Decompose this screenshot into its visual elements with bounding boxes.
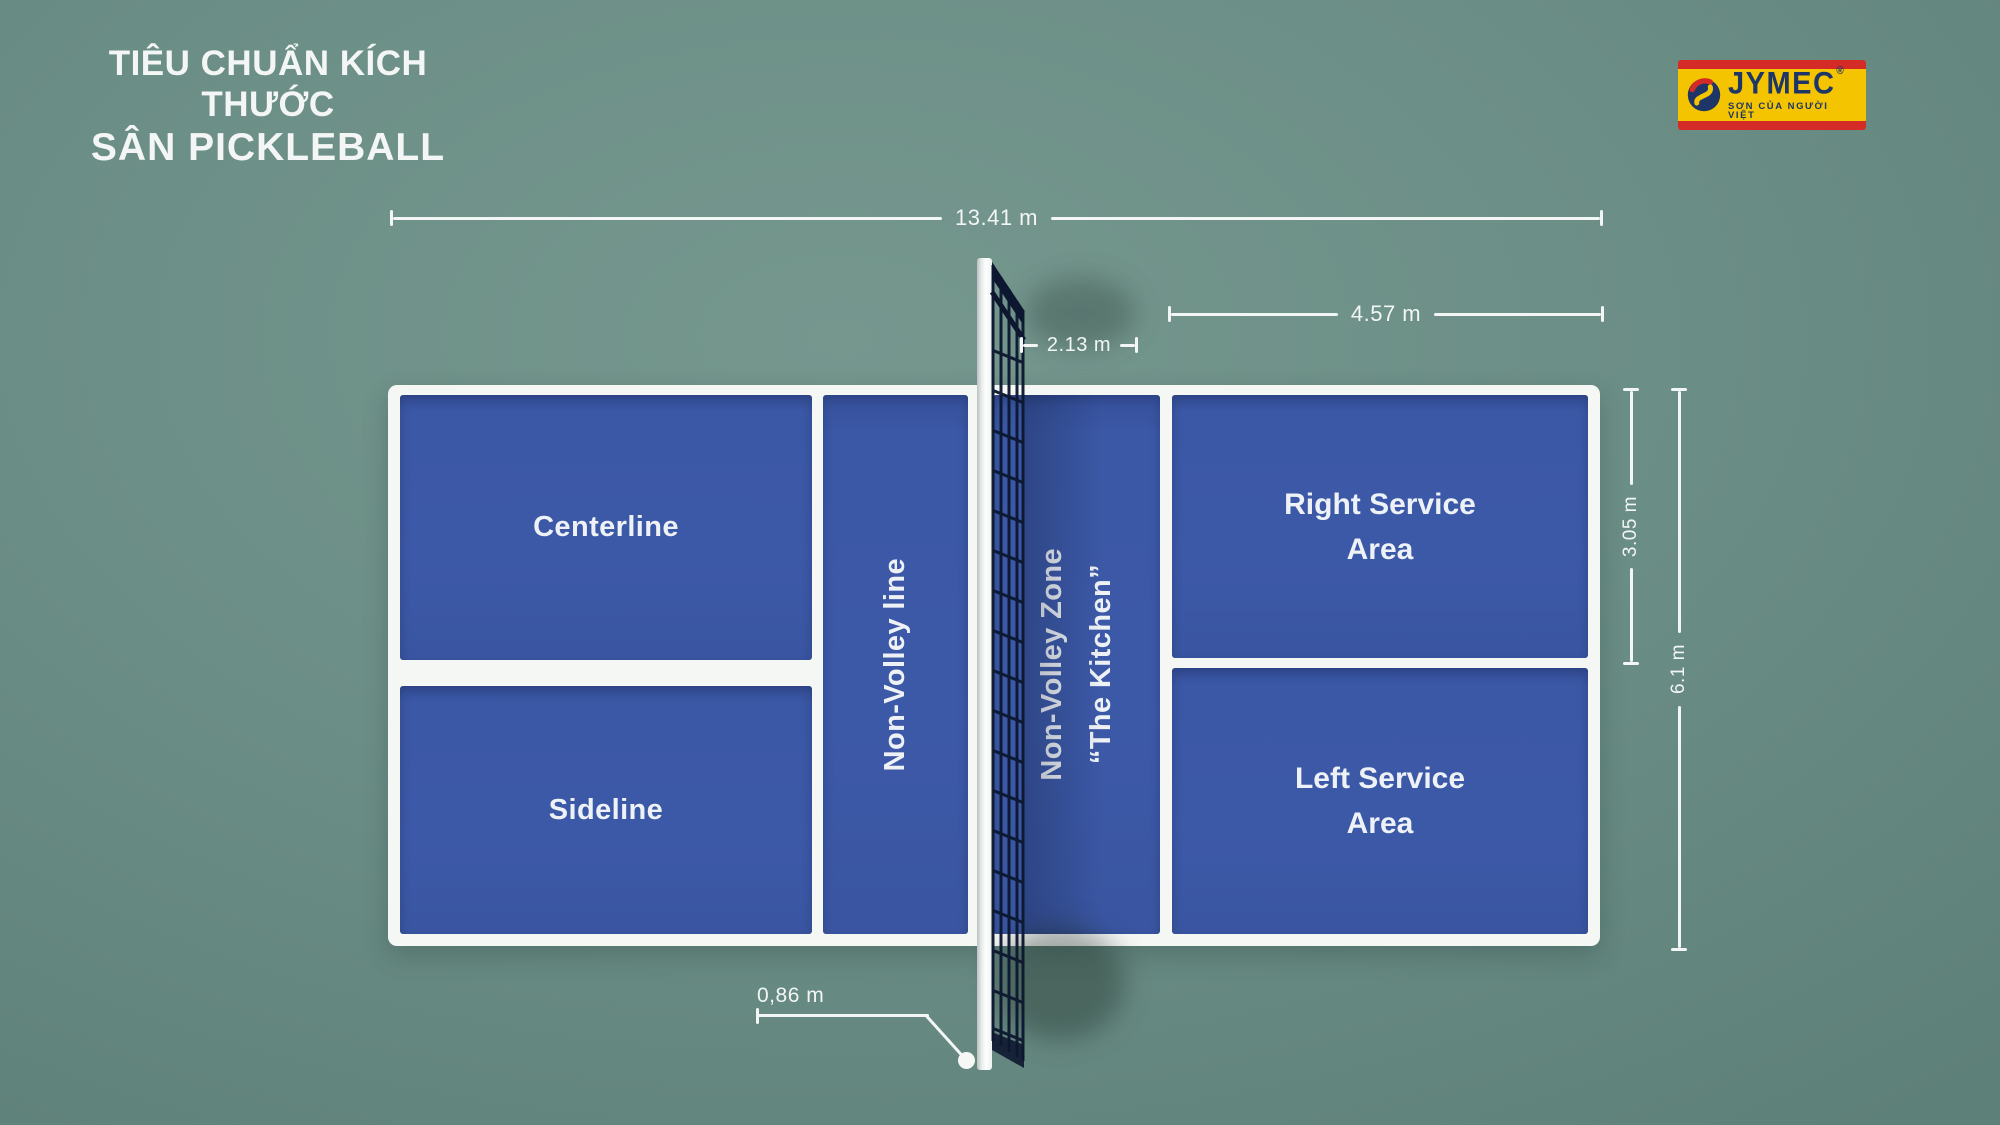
dim-kitchen-depth-label: 2.13 m <box>1046 333 1112 356</box>
dim-tick-top <box>1671 388 1687 391</box>
dim-total-length-label: 13.41 m <box>955 205 1038 230</box>
dim-full-width-label: 6.1 m <box>1668 644 1689 695</box>
page-title-line1: TIÊU CHUẨN KÍCH THƯỚC <box>108 44 428 124</box>
brand-logo-icon <box>1687 78 1721 112</box>
dim-net-height-label: 0,86 m <box>757 984 825 1007</box>
net-post <box>977 258 992 1070</box>
dim-line-bottom <box>1629 568 1633 662</box>
dim-tick-top <box>1623 388 1639 391</box>
dim-tick-left <box>1168 306 1171 322</box>
dim-tick-left <box>390 210 393 226</box>
right-service-label-line1: Right Service <box>1284 487 1476 521</box>
zone-centerline-label: Centerline <box>533 511 679 543</box>
net-shadow <box>1024 395 1102 934</box>
dim-net-height-line <box>756 1014 929 1017</box>
net-base-dot <box>958 1052 975 1069</box>
brand-name: JYMEC® <box>1728 65 1846 101</box>
pickleball-court: Centerline Sideline Non-Volley line Non-… <box>388 385 1600 946</box>
dim-line-top <box>1677 391 1681 634</box>
net-icon <box>989 262 1027 1068</box>
zone-sideline: Sideline <box>400 686 812 934</box>
dim-half-width-label: 3.05 m <box>1620 495 1641 558</box>
dim-tick-right <box>1600 210 1603 226</box>
dim-line-left <box>1023 343 1038 347</box>
dim-tick-left <box>1020 337 1023 353</box>
registered-mark: ® <box>1836 65 1846 77</box>
dim-line-bottom <box>1677 705 1681 948</box>
dim-half-width: 3.05 m <box>1613 388 1649 665</box>
dim-service-length-label: 4.57 m <box>1350 301 1422 326</box>
dim-line-left <box>1171 312 1338 316</box>
brand-tagline: SƠN CỦA NGƯỜI VIỆT <box>1728 100 1829 121</box>
left-service-label-line2: Area <box>1346 807 1414 840</box>
zone-left-service-area: Left Service Area <box>1172 668 1588 934</box>
zone-sideline-label: Sideline <box>548 793 664 826</box>
brand-logo-text: JYMEC® SƠN CỦA NGƯỜI VIỆT <box>1728 65 1858 121</box>
zone-non-volley-zone-kitchen: Non-Volley Zone “The Kitchen” <box>993 395 1160 934</box>
dim-tick-right <box>1135 337 1138 353</box>
dim-line-right <box>1120 343 1135 347</box>
zone-non-volley-line-label: Non-Volley line <box>879 557 911 772</box>
zone-right-service-area: Right Service Area <box>1172 395 1588 658</box>
dim-line-right <box>1434 312 1602 316</box>
page-title: TIÊU CHUẨN KÍCH THƯỚC SÂN PICKLEBALL <box>48 44 488 170</box>
dim-tick-bottom <box>1671 948 1687 951</box>
dim-tick-right <box>1601 306 1605 322</box>
brand-logo: JYMEC® SƠN CỦA NGƯỜI VIỆT <box>1678 60 1866 130</box>
page-title-line2: SÂN PICKLEBALL <box>90 126 446 170</box>
dim-line-left <box>393 216 942 220</box>
dim-line-right <box>1051 216 1600 220</box>
dim-service-length: 4.57 m <box>1168 301 1605 326</box>
right-service-label-line2: Area <box>1346 532 1414 566</box>
left-service-label-line1: Left Service <box>1294 762 1466 795</box>
net-top-shadow <box>1025 278 1135 348</box>
zone-centerline: Centerline <box>400 395 812 660</box>
dim-kitchen-depth: 2.13 m <box>1020 333 1138 357</box>
zone-non-volley-line: Non-Volley line <box>823 395 968 934</box>
dim-tick-bottom <box>1623 662 1639 665</box>
brand-name-label: JYMEC <box>1728 66 1836 101</box>
dim-line-top <box>1629 391 1633 485</box>
dim-full-width: 6.1 m <box>1661 388 1697 951</box>
dim-total-length: 13.41 m <box>390 205 1603 230</box>
